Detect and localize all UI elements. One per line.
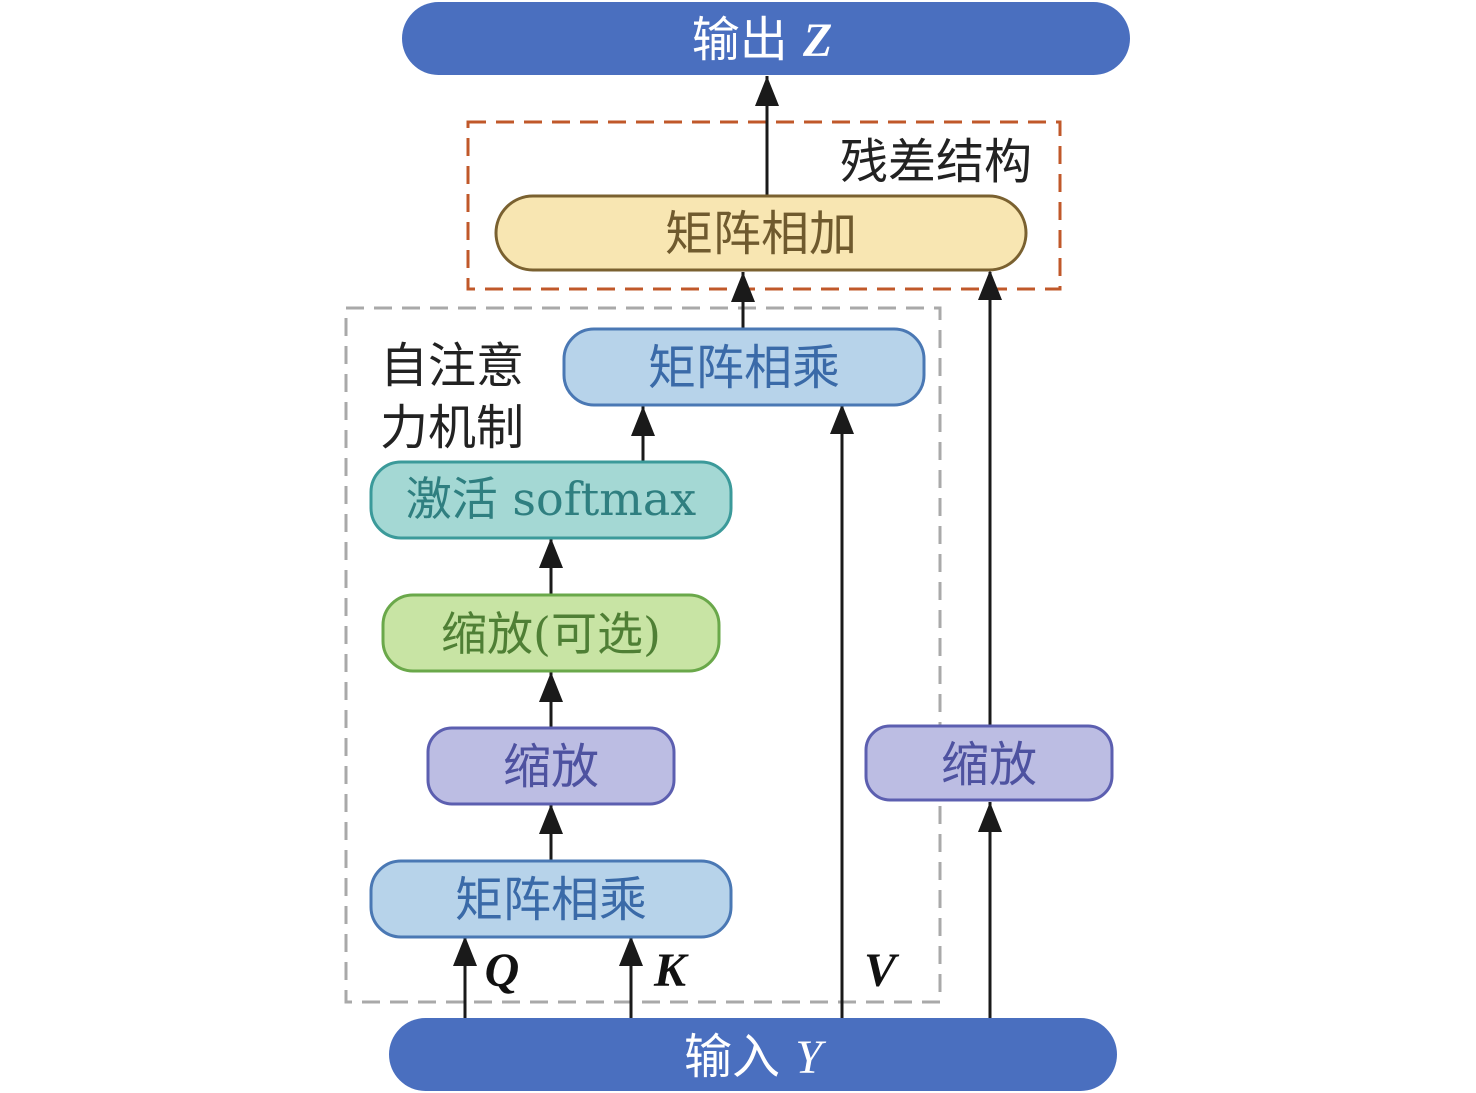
softmax-node: 激活 softmax	[369, 460, 733, 540]
input-node: 输入 Y	[389, 1018, 1117, 1091]
matmul-top-node: 矩阵相乘	[562, 327, 926, 407]
residual-group-box	[466, 120, 1062, 291]
v-label: V	[864, 944, 900, 997]
attention-group-box	[344, 306, 942, 1004]
output-var: Z	[802, 14, 832, 67]
residual-label: 残差结构	[840, 134, 1032, 190]
svg-text:输出 Z: 输出 Z	[692, 12, 833, 68]
scale-right-label: 缩放	[941, 737, 1037, 793]
matmul-bottom-node: 矩阵相乘	[369, 859, 733, 939]
arrowhead-scale-left	[539, 804, 563, 834]
arrowhead-scale-right	[978, 802, 1002, 832]
softmax-label: 激活 softmax	[406, 472, 696, 526]
arrowheads	[453, 76, 1002, 966]
matrix-add-label: 矩阵相加	[665, 206, 857, 262]
arrowhead-softmax	[539, 538, 563, 568]
arrowhead-add-left	[731, 272, 755, 302]
arrowhead-output	[755, 76, 779, 106]
scale-right-node: 缩放	[864, 724, 1114, 802]
scale-left-label: 缩放	[503, 739, 599, 795]
arrowhead-q	[453, 936, 477, 966]
scale-left-node: 缩放	[426, 726, 676, 806]
arrowhead-k	[619, 936, 643, 966]
scale-optional-node: 缩放(可选)	[381, 593, 721, 673]
matrix-add-node: 矩阵相加	[494, 194, 1028, 272]
attention-label-line2: 力机制	[380, 400, 524, 456]
q-label: Q	[485, 944, 520, 997]
scale-optional-label: 缩放(可选)	[441, 607, 661, 661]
arrowhead-scale-opt	[539, 672, 563, 702]
arrowhead-add-right	[978, 270, 1002, 300]
input-var: Y	[795, 1031, 826, 1084]
arrowhead-matmul-top	[631, 406, 655, 436]
output-label: 输出	[692, 12, 788, 68]
matmul-bottom-label: 矩阵相乘	[455, 872, 647, 928]
svg-text:输入 Y: 输入 Y	[684, 1029, 826, 1085]
k-label: K	[653, 944, 689, 997]
output-node: 输出 Z	[402, 2, 1130, 75]
attention-label-line1: 自注意	[380, 338, 524, 394]
arrowhead-v	[830, 404, 854, 434]
input-label: 输入	[684, 1029, 780, 1085]
matmul-top-label: 矩阵相乘	[648, 340, 840, 396]
